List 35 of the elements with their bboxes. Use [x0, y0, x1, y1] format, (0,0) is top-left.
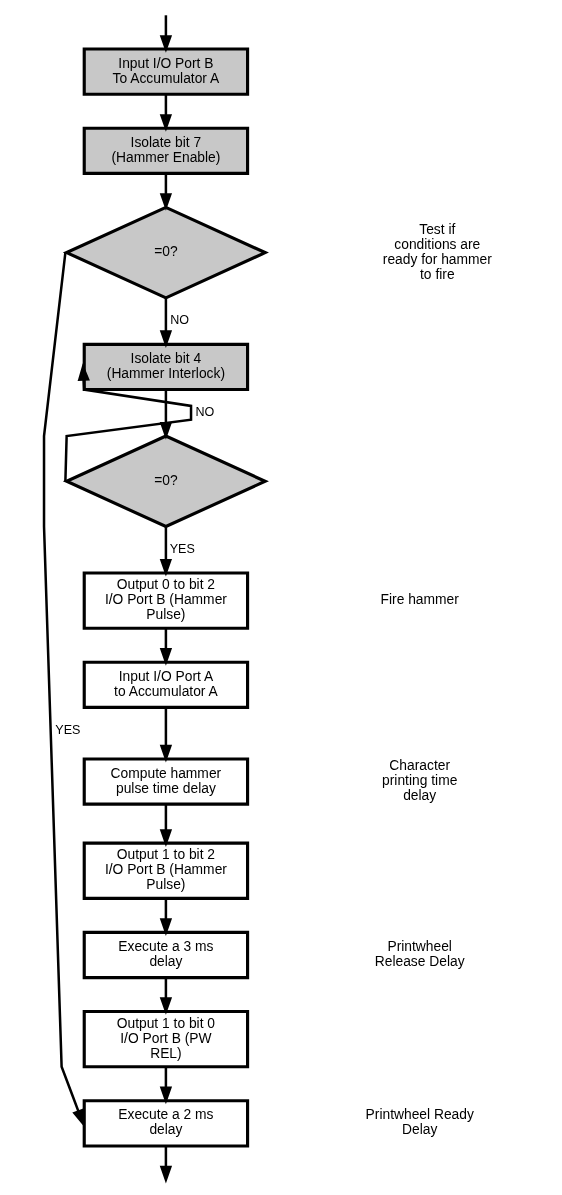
- node-box: Isolate bit 7 (Hammer Enable): [82, 126, 249, 175]
- edge-label: YES: [169, 541, 195, 556]
- arrow: [159, 628, 172, 666]
- arrow: [159, 707, 172, 763]
- arrow: [159, 977, 172, 1015]
- node-box: Execute a 3 ms delay: [82, 930, 249, 980]
- node-diamond: =0?: [62, 434, 269, 529]
- arrow: [159, 298, 172, 348]
- label: Character printing time delay: [381, 757, 457, 804]
- arrow: [159, 173, 172, 211]
- edge-label: NO: [194, 404, 214, 419]
- node-box: Output 1 to bit 0 I/O Port B (PW REL): [82, 1009, 249, 1069]
- arrow: [159, 1067, 172, 1105]
- node-box: Output 1 to bit 2 I/O Port B (Hammer Pulse): [82, 841, 249, 900]
- node-box: Input I/O Port A to Accumulator A: [82, 660, 249, 709]
- edge-label: YES: [54, 722, 80, 737]
- node-box: Execute a 2 ms delay: [82, 1099, 249, 1148]
- arrow: [159, 804, 172, 847]
- arrow: [159, 526, 172, 577]
- node-diamond: =0?: [62, 205, 269, 300]
- arrow: [42, 252, 84, 1127]
- arrow: [159, 15, 172, 53]
- node-box: Output 0 to bit 2 I/O Port B (Hammer Pulse): [82, 571, 249, 630]
- arrow: [159, 1146, 172, 1184]
- label: Test if conditions are ready for hammer to fire: [382, 220, 492, 282]
- label: Printwheel Ready Delay: [365, 1106, 474, 1138]
- node-box: Input I/O Port B To Accumulator A: [82, 47, 249, 96]
- arrow: [159, 94, 172, 132]
- node-box: Compute hammer pulse time delay: [82, 757, 249, 806]
- arrow: [63, 363, 192, 482]
- label: Printwheel Release Delay: [374, 937, 465, 970]
- edge-label: NO: [169, 313, 189, 328]
- arrow: [159, 898, 172, 936]
- node-box: Isolate bit 4 (Hammer Interlock): [82, 342, 249, 392]
- label: Fire hammer: [380, 591, 459, 608]
